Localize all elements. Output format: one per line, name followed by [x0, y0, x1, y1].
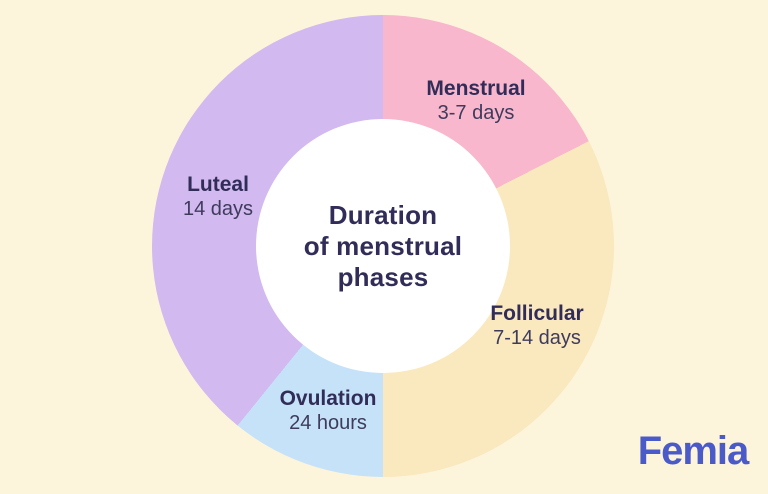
chart-title-line-3: phases — [337, 261, 429, 292]
femia-logo: Femia — [637, 429, 750, 473]
segment-name: Follicular — [490, 302, 584, 325]
chart-title-line-1: Duration — [328, 199, 438, 230]
segment-name: Luteal — [187, 173, 249, 196]
chart-title-line-2: of menstrual — [303, 230, 463, 261]
chart-title: Duration of menstrual phases — [304, 200, 462, 293]
donut-center: Duration of menstrual phases — [256, 119, 510, 373]
segment-label-follicular: Follicular 7-14 days — [490, 301, 583, 351]
segment-duration: 7-14 days — [493, 327, 581, 349]
segment-label-ovulation: Ovulation 24 hours — [280, 386, 377, 436]
segment-label-luteal: Luteal 14 days — [183, 172, 253, 222]
segment-duration: 24 hours — [289, 412, 367, 434]
segment-duration: 14 days — [182, 198, 254, 220]
segment-label-menstrual: Menstrual 3-7 days — [426, 76, 525, 126]
segment-name: Ovulation — [279, 387, 377, 410]
segment-name: Menstrual — [426, 77, 526, 100]
segment-duration: 3-7 days — [437, 102, 515, 124]
